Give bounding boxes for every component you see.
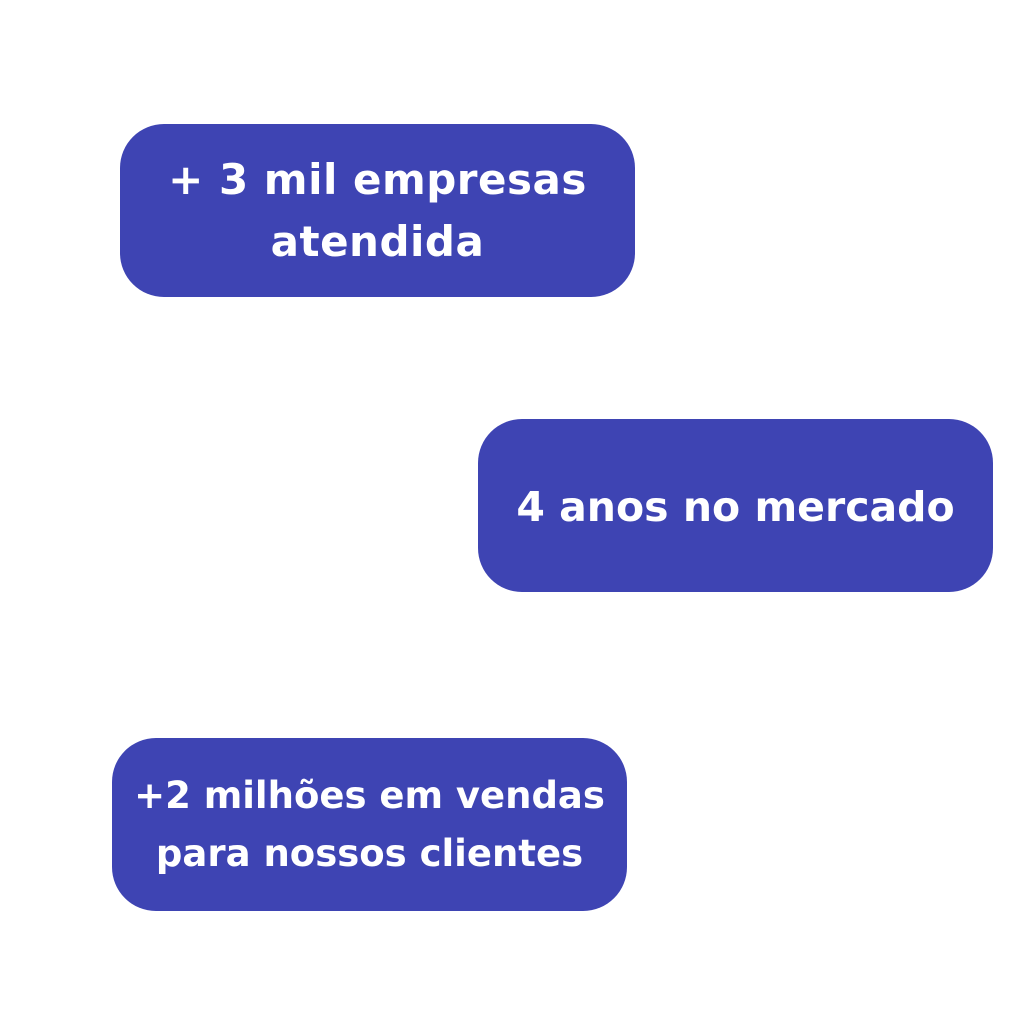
stat-card-sales-for-clients: +2 milhões em vendas para nossos cliente… [112, 738, 627, 911]
stat-card-years-in-market: 4 anos no mercado [478, 419, 993, 592]
stat-text-line: 4 anos no mercado [516, 482, 955, 531]
stat-text-line: +2 milhões em vendas [134, 773, 605, 817]
stat-text-line: para nossos clientes [155, 831, 584, 875]
stat-text-line: atendida [270, 216, 485, 266]
stat-card-companies-served: + 3 mil empresas atendida [120, 124, 635, 297]
stat-text-line: + 3 mil empresas [168, 154, 587, 204]
